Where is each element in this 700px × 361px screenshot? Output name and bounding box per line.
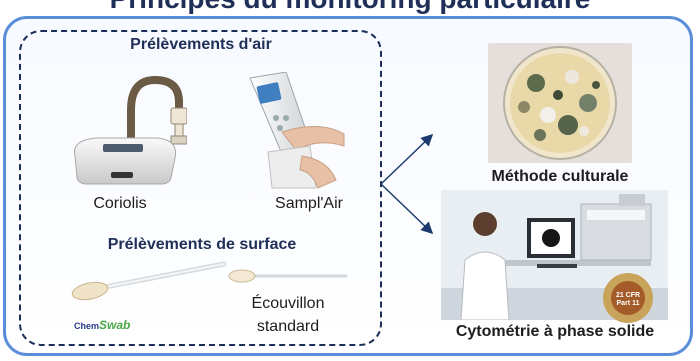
air-sampling-heading: Prélèvements d'air <box>130 36 272 53</box>
cfr-seal-icon: 21 CFR Part 11 <box>603 273 653 323</box>
sampling-frame <box>19 30 382 346</box>
surface-sampling-heading: Prélèvements de surface <box>107 236 297 253</box>
handheld-sampler-icon <box>249 72 345 189</box>
chemswab-icon <box>71 261 227 301</box>
culture-method-caption: Méthode culturale <box>491 168 629 185</box>
petri-dish-icon <box>488 43 632 163</box>
page-title: Principes du monitoring particulaire <box>0 0 700 15</box>
cotton-swab-icon <box>228 269 348 283</box>
air-sampler-coriolis-icon <box>73 75 187 185</box>
standard-swab-label-line2: standard <box>256 318 320 335</box>
standard-swab-label-line1: Écouvillon <box>251 295 325 312</box>
chemswab-logo: ChemSwab <box>74 318 131 332</box>
branch-arrows <box>380 133 434 235</box>
svg-text:21 CFR: 21 CFR <box>616 292 640 299</box>
coriolis-label: Coriolis <box>93 195 147 212</box>
svg-text:Part 11: Part 11 <box>617 300 640 307</box>
samplair-label: Sampl'Air <box>275 195 343 212</box>
cytometry-method-caption: Cytométrie à phase solide <box>455 323 655 340</box>
